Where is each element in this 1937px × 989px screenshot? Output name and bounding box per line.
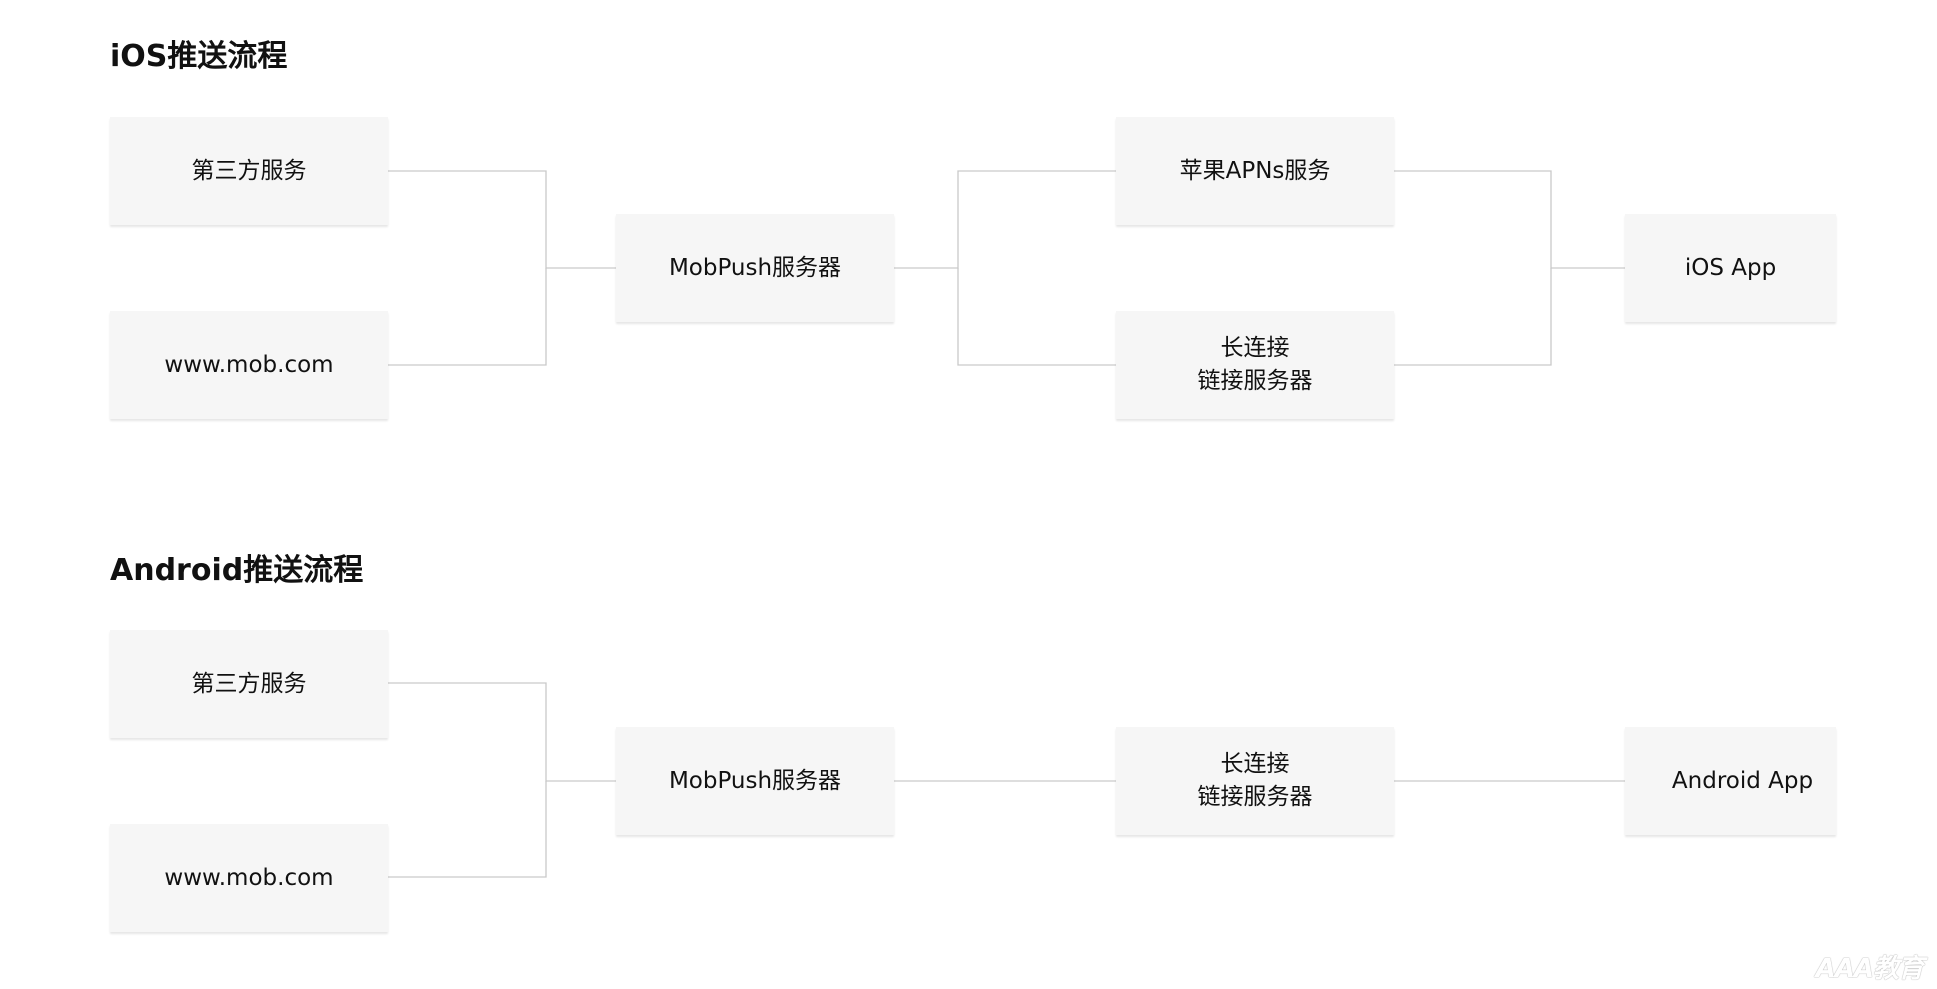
node-label-line-1: 长连接 xyxy=(1220,751,1290,777)
connector-ios-mobpush-to-long-connection xyxy=(957,268,1116,366)
ios-section-title: iOS推送流程 xyxy=(110,39,288,74)
node-label: 第三方服务 xyxy=(191,157,307,184)
node-label: Android App xyxy=(1671,767,1814,794)
node-label-line-1: 长连接 xyxy=(1220,335,1290,361)
node-label: www.mob.com xyxy=(164,351,334,378)
node-label: www.mob.com xyxy=(164,864,334,891)
node-label: 第三方服务 xyxy=(191,670,307,697)
watermark-logo: AAA教育 xyxy=(1815,954,1924,984)
connector-ios-long-connection-to-app xyxy=(1394,268,1552,366)
ios-long-connection-server-node: 长连接 链接服务器 xyxy=(1116,311,1394,419)
connector-android-third-party-to-mobpush xyxy=(388,682,616,782)
android-third-party-service-node: 第三方服务 xyxy=(110,630,388,738)
connector-ios-apns-to-app xyxy=(1394,170,1625,269)
node-label: MobPush服务器 xyxy=(668,254,842,281)
connector-ios-website-to-mobpush xyxy=(388,268,547,366)
connector-ios-third-party-to-mobpush xyxy=(388,170,616,269)
ios-third-party-service-node: 第三方服务 xyxy=(110,117,388,225)
android-app-node: Android App xyxy=(1625,727,1836,835)
node-label-line-2: 链接服务器 xyxy=(1197,368,1313,394)
android-section-title: Android推送流程 xyxy=(110,553,364,588)
ios-website-node: www.mob.com xyxy=(110,311,388,419)
connector-android-website-to-mobpush xyxy=(388,781,547,878)
ios-mobpush-server-node: MobPush服务器 xyxy=(616,214,894,322)
android-long-connection-server-node: 长连接 链接服务器 xyxy=(1116,727,1394,835)
connector-ios-mobpush-to-apns xyxy=(894,170,1116,269)
node-label-line-2: 链接服务器 xyxy=(1197,784,1313,810)
android-website-node: www.mob.com xyxy=(110,824,388,932)
node-label: MobPush服务器 xyxy=(668,767,842,794)
android-mobpush-server-node: MobPush服务器 xyxy=(616,727,894,835)
node-label: iOS App xyxy=(1684,254,1777,281)
ios-app-node: iOS App xyxy=(1625,214,1836,322)
ios-apple-apns-node: 苹果APNs服务 xyxy=(1116,117,1394,225)
node-label: 苹果APNs服务 xyxy=(1179,157,1331,184)
